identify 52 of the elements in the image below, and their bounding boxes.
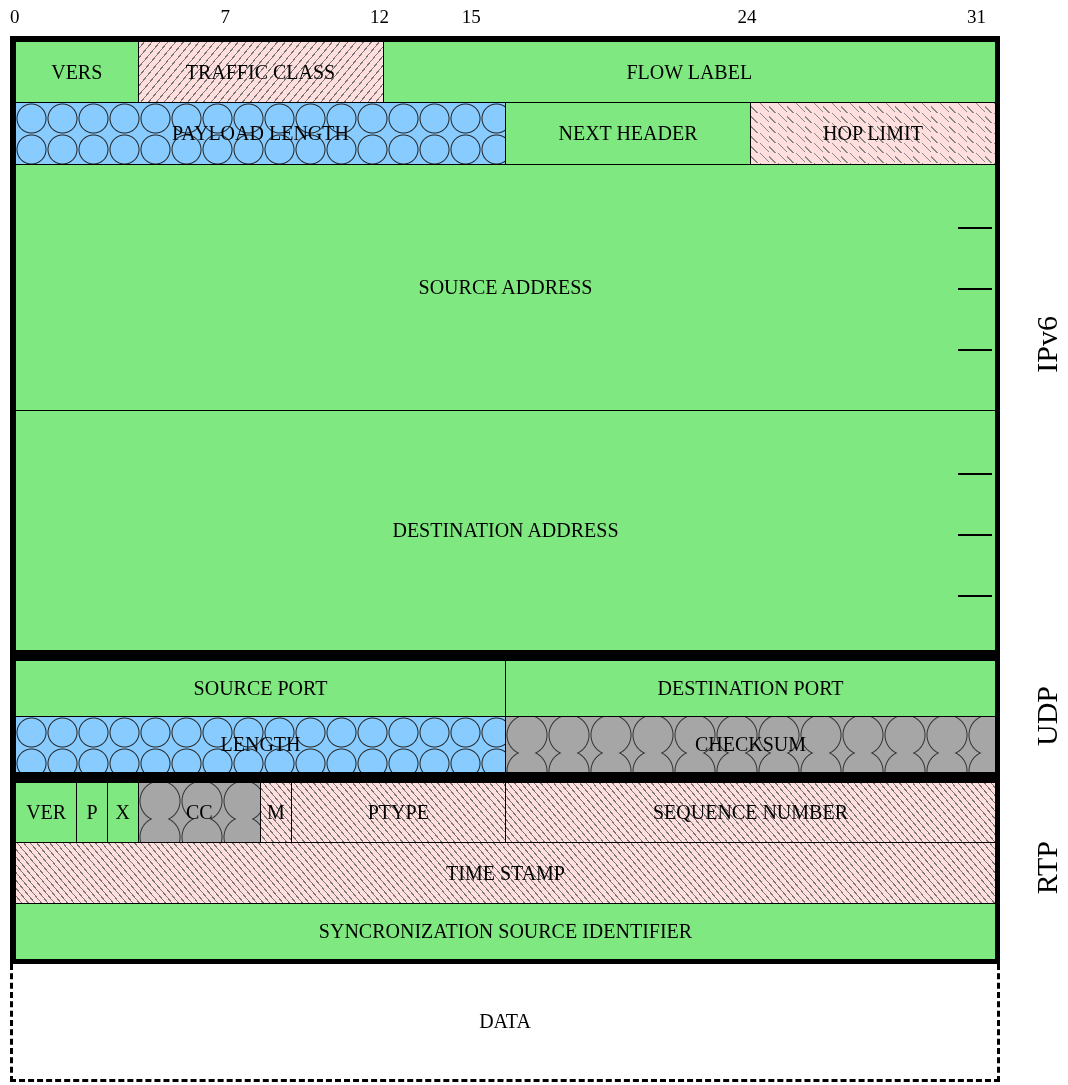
bit-number: 24 (737, 6, 757, 28)
header-field (137, 782, 261, 843)
field-name: P (86, 801, 98, 824)
field-name: HOP LIMIT (823, 122, 923, 145)
field-name: M (266, 801, 285, 824)
section-label: UDP (1030, 686, 1064, 746)
section-label: RTP (1030, 840, 1064, 894)
header-field (290, 782, 506, 843)
field-name: PAYLOAD LENGTH (172, 122, 349, 145)
header-field (505, 102, 751, 165)
header-field (505, 782, 996, 843)
field-name: SOURCE ADDRESS (418, 276, 593, 299)
bit-number: 7 (220, 6, 231, 28)
field-name: SYNCRONIZATION SOURCE IDENTIFIER (318, 920, 693, 943)
field-name: CC (185, 801, 213, 824)
bit-number: 15 (461, 6, 481, 28)
header-field (76, 782, 108, 843)
field-name: CHECKSUM (694, 733, 807, 756)
header-field (15, 102, 506, 165)
field-name: SEQUENCE NUMBER (653, 801, 848, 824)
payload-area (10, 964, 1000, 1082)
field-name: FLOW LABEL (626, 60, 753, 84)
field-name: DESTINATION PORT (657, 677, 844, 700)
field-name: DATA (479, 1010, 531, 1033)
field-name: VERS (51, 60, 103, 84)
header-field (15, 410, 996, 651)
header-field (106, 782, 139, 843)
field-name: TIME STAMP (446, 861, 565, 885)
field-name: TRAFFIC CLASS (185, 60, 336, 84)
header-field (15, 842, 996, 904)
header-field (260, 782, 292, 843)
field-name: PTYPE (367, 801, 429, 824)
header-field (505, 716, 996, 773)
bit-number: 31 (967, 6, 987, 28)
header-field (750, 102, 996, 165)
header-field (382, 41, 996, 103)
header-field (15, 782, 78, 843)
header-field (137, 41, 384, 103)
field-name: NEXT HEADER (558, 122, 698, 145)
field-name: SOURCE PORT (193, 677, 328, 700)
bit-number: 0 (10, 6, 20, 28)
header-field (15, 903, 996, 960)
header-field (505, 660, 996, 717)
field-name: VER (26, 801, 67, 824)
bit-number: 12 (369, 6, 389, 28)
header-field (15, 41, 139, 103)
header-field (15, 716, 506, 773)
section-label: IPv6 (1030, 315, 1064, 373)
field-name: X (115, 801, 130, 824)
header-field (15, 164, 996, 411)
header-field (15, 660, 506, 717)
field-name: DESTINATION ADDRESS (392, 519, 619, 542)
